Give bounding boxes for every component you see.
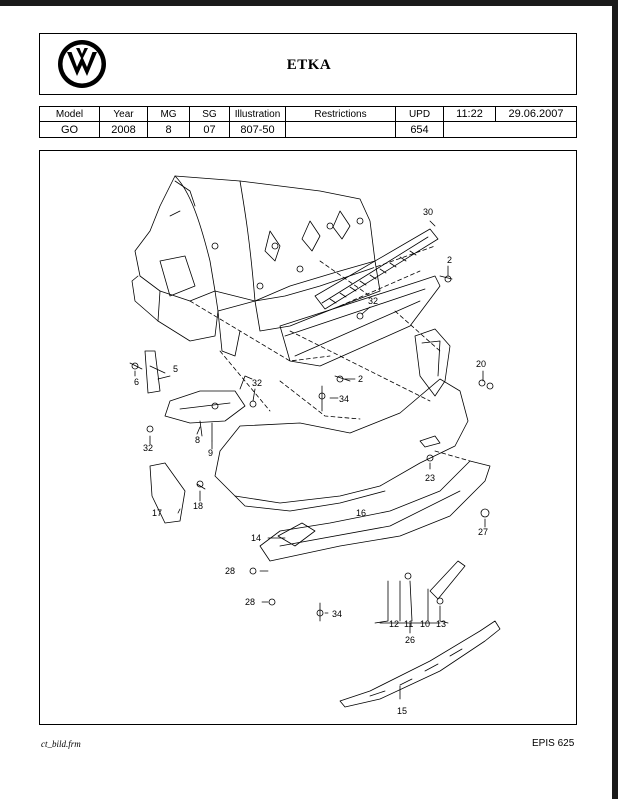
part-20-guide: [414, 328, 451, 397]
assembly-lines: [189, 245, 471, 462]
callout-5: 5: [173, 364, 178, 374]
col-upd: UPD 654: [396, 107, 444, 137]
callout-2: 2: [447, 255, 452, 265]
year-label: Year: [113, 109, 134, 120]
callouts: 30 2 32 2 20 6 5 32 34 8 9 32 23 17 18 1…: [134, 207, 488, 716]
callout-8: 8: [195, 435, 200, 445]
upd-label: UPD: [408, 109, 431, 120]
footer-form-name: ct_bild.frm: [41, 739, 81, 749]
col-model: Model GO: [40, 107, 100, 137]
callout-34: 34: [339, 394, 349, 404]
mg-label: MG: [160, 109, 177, 120]
illustration-label: Illustration: [234, 109, 281, 120]
callout-26: 26: [405, 635, 415, 645]
callout-15: 15: [397, 706, 407, 716]
part-5-bracket: [144, 350, 166, 394]
callout-20: 20: [476, 359, 486, 369]
reinforcement-beam: [279, 275, 441, 367]
callout-32: 32: [368, 296, 378, 306]
part-14-bracket: [277, 522, 316, 547]
callout-23: 23: [425, 473, 435, 483]
callout-6: 6: [134, 377, 139, 387]
year-value: 2008: [111, 124, 136, 136]
callout-32b: 32: [252, 378, 262, 388]
table-divider: [40, 121, 444, 122]
part-16-bumper-cover: [214, 378, 469, 512]
col-time: 11:22: [444, 107, 496, 121]
callout-16: 16: [356, 508, 366, 518]
part-30-absorber: [314, 228, 439, 310]
vw-logo-icon: [58, 40, 106, 88]
footer-epis: EPIS 625: [532, 738, 575, 749]
col-restrictions: Restrictions: [286, 107, 396, 137]
callout-30: 30: [423, 207, 433, 217]
part-13-panel: [429, 560, 466, 600]
time-value: 11:22: [456, 108, 483, 120]
callout-10: 10: [420, 619, 430, 629]
callout-27: 27: [478, 527, 488, 537]
callout-28: 28: [225, 566, 235, 576]
col-mg: MG 8: [148, 107, 190, 137]
page-edge-right: [612, 0, 618, 799]
col-illustration: Illustration 807-50: [230, 107, 286, 137]
callout-32c: 32: [143, 443, 153, 453]
callout-14: 14: [251, 533, 261, 543]
col-sg: SG 07: [190, 107, 230, 137]
callout-17: 17: [152, 508, 162, 518]
part-15-lower-spoiler: [339, 620, 501, 708]
header-box: ETKA: [39, 33, 577, 95]
date-value: 29.06.2007: [508, 108, 564, 120]
callout-28b: 28: [245, 597, 255, 607]
upd-value: 654: [410, 124, 429, 136]
illustration-value: 807-50: [240, 124, 275, 136]
callout-12: 12: [389, 619, 399, 629]
body-structure: [131, 175, 381, 357]
parts-diagram: 30 2 32 2 20 6 5 32 34 8 9 32 23 17 18 1…: [39, 150, 577, 725]
model-label: Model: [55, 109, 84, 120]
info-table: Model GO Year 2008 MG 8 SG 07 Illustrati…: [39, 106, 577, 138]
part-diffuser: [259, 460, 491, 562]
mg-value: 8: [165, 124, 172, 136]
sg-label: SG: [202, 109, 217, 120]
callout-13: 13: [436, 619, 446, 629]
leader-lines: [134, 220, 486, 700]
bumper-exploded-illustration: 30 2 32 2 20 6 5 32 34 8 9 32 23 17 18 1…: [129, 175, 501, 716]
callout-9: 9: [208, 448, 213, 458]
callout-11: 11: [404, 619, 413, 629]
model-value: GO: [60, 124, 79, 136]
callout-2b: 2: [358, 374, 363, 384]
page-edge-top: [0, 0, 618, 6]
part-17-bracket: [149, 462, 186, 524]
col-year: Year 2008: [100, 107, 148, 137]
fasteners: [129, 275, 494, 622]
callout-18: 18: [193, 501, 203, 511]
col-date: 29.06.2007: [496, 107, 576, 121]
page-title: ETKA: [286, 56, 332, 73]
sg-value: 07: [203, 124, 216, 136]
part-8-bracket: [164, 375, 253, 442]
restrictions-label: Restrictions: [314, 109, 367, 120]
callout-34b: 34: [332, 609, 342, 619]
table-divider-right: [444, 121, 576, 122]
